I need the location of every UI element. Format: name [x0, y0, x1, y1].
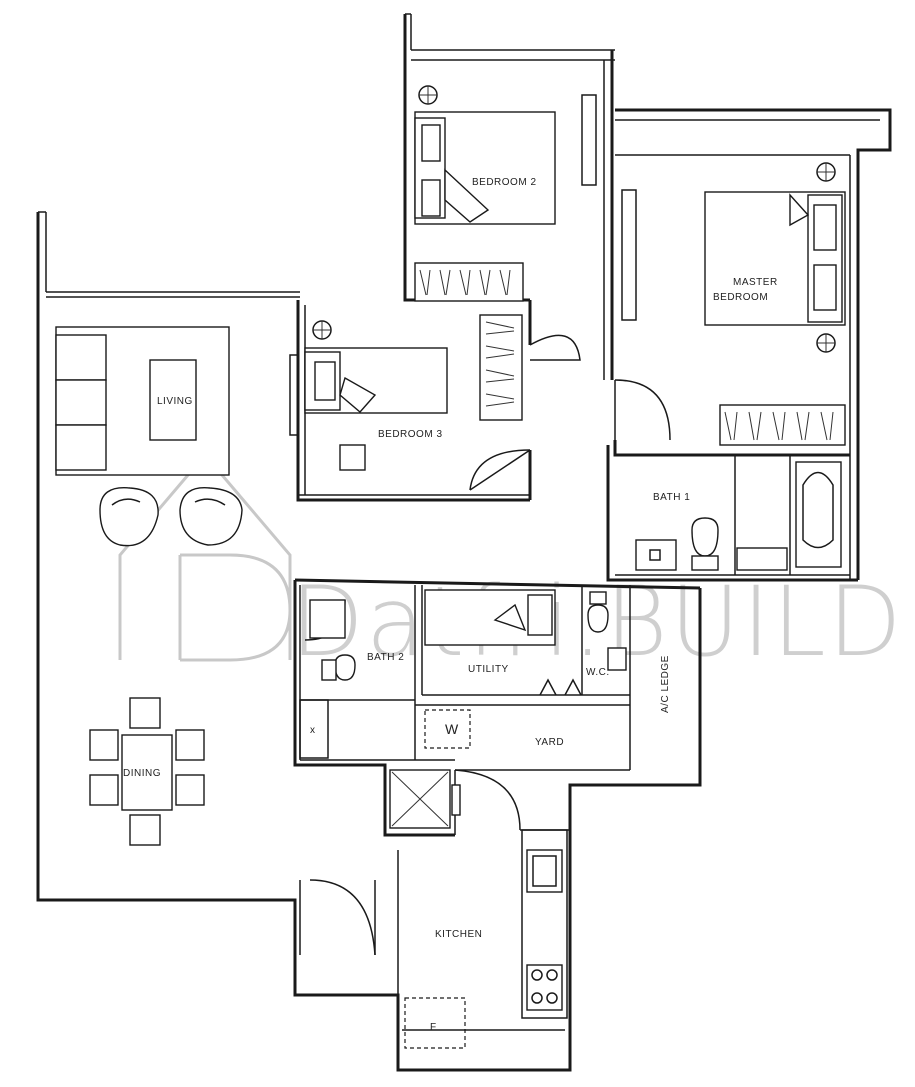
armchair-icon — [179, 486, 243, 546]
dining-chair — [89, 729, 119, 761]
yard: W YARD A/C LEDGE — [389, 655, 671, 829]
washer-label: W — [445, 721, 459, 737]
watermark-logo-icon — [118, 452, 292, 662]
living: LIVING — [55, 326, 243, 547]
windows: x — [289, 94, 637, 759]
room-label-kitchen: KITCHEN — [435, 929, 482, 940]
lamp-icon — [816, 162, 836, 182]
room-label-wc: W.C. — [586, 667, 610, 678]
dining-table — [121, 734, 173, 811]
dining-chair — [175, 774, 205, 806]
dining: DINING — [89, 697, 205, 846]
room-label-yard: YARD — [535, 737, 564, 748]
chair-bedroom3 — [339, 444, 366, 471]
room-label-bath2: BATH 2 — [367, 652, 404, 663]
toilet-bath2 — [334, 654, 356, 681]
dining-chair — [129, 697, 161, 729]
doors — [299, 334, 671, 956]
cooktop — [526, 964, 563, 1011]
door-main-entrance — [309, 879, 376, 956]
toilet-wc — [587, 604, 609, 633]
dining-chair — [89, 774, 119, 806]
sink-bath2 — [309, 599, 346, 639]
room-label-bedroom3: BEDROOM 3 — [378, 429, 443, 440]
master-bedroom: MASTER BEDROOM — [704, 162, 846, 446]
room-label-utility: UTILITY — [468, 664, 509, 675]
fridge — [404, 997, 466, 1049]
kitchen-counter — [521, 829, 568, 1019]
armchair-icon — [99, 486, 159, 547]
room-label-dining: DINING — [123, 768, 161, 779]
door-bedroom2 — [529, 334, 581, 361]
service-area: BATH 2 UTILITY W.C. — [309, 589, 627, 696]
sink-bath1 — [635, 539, 677, 571]
door-master — [614, 379, 671, 441]
door-kitchen-yard — [454, 769, 521, 831]
room-label-living: LIVING — [157, 396, 193, 407]
bath1: BATH 1 — [635, 461, 842, 571]
washer — [424, 709, 471, 749]
kitchen: F KITCHEN — [404, 829, 568, 1049]
coffee-table — [149, 359, 197, 441]
room-label-master: MASTER — [733, 277, 778, 288]
svg-text:x: x — [310, 725, 316, 736]
lamp-icon — [312, 320, 332, 340]
walls — [36, 13, 892, 1072]
dining-chair — [175, 729, 205, 761]
fridge-label: F — [430, 1022, 437, 1033]
room-label-master-2: BEDROOM — [713, 292, 768, 303]
door-bedroom3 — [469, 449, 531, 491]
shower-drain — [736, 547, 788, 571]
room-label-bedroom2: BEDROOM 2 — [472, 177, 537, 188]
room-label-bath1: BATH 1 — [653, 492, 690, 503]
lamp-icon — [418, 85, 438, 105]
bedroom2: BEDROOM 2 — [414, 85, 556, 302]
toilet-bath1 — [691, 517, 719, 557]
bedroom3: BEDROOM 3 — [304, 314, 523, 471]
dining-chair — [129, 814, 161, 846]
lamp-icon — [816, 333, 836, 353]
sink-wc — [607, 647, 627, 671]
room-label-acledge: A/C LEDGE — [660, 655, 671, 713]
